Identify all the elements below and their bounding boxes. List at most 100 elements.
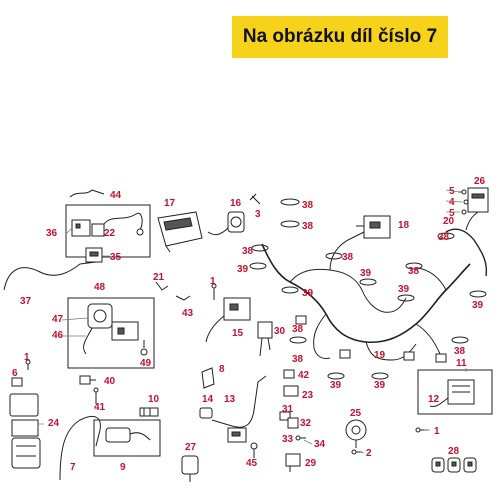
clip-39-b: [281, 286, 299, 294]
callout-10: 10: [148, 394, 160, 405]
callout-15: 15: [232, 328, 244, 339]
callout-42: 42: [298, 370, 310, 381]
callout-31: 31: [282, 404, 294, 415]
cable-37: [3, 261, 97, 291]
callout-22: 22: [104, 228, 116, 239]
screw-41: [93, 387, 99, 404]
harness-branch-f: [361, 289, 407, 313]
callout-39f: 39: [374, 380, 386, 391]
callout-24: 24: [48, 418, 60, 429]
screw-33: [295, 435, 306, 441]
screw-3: [249, 193, 261, 205]
callout-46: 46: [52, 330, 64, 341]
clip-39-a: [249, 262, 267, 270]
callout-5a: 5: [449, 186, 455, 197]
callout-38d: 38: [342, 252, 354, 263]
clip-39-d: [397, 294, 415, 302]
callout-38f: 38: [438, 232, 450, 243]
group-box-36: [65, 204, 151, 258]
callout-32: 32: [300, 418, 312, 429]
regulator-12: [429, 379, 475, 407]
callout-7: 7: [70, 462, 76, 473]
callout-5b: 5: [449, 208, 455, 219]
cdi-unit-15: [205, 297, 251, 343]
callout-47: 47: [52, 314, 64, 325]
clip-39-f: [371, 372, 389, 380]
horn-25: [345, 419, 367, 448]
harness-connectors-19: [295, 315, 447, 363]
bracket-43: [175, 295, 191, 301]
fuse-box-26: [467, 187, 489, 213]
connector-30: [257, 321, 273, 357]
switch-assembly-48: [83, 303, 139, 355]
callout-41: 41: [94, 402, 106, 413]
part-number-banner: Na obrázku díl číslo 7: [232, 16, 448, 58]
callout-16: 16: [230, 198, 242, 209]
group-box-9: [93, 419, 161, 457]
callout-26: 26: [474, 176, 486, 187]
callout-33: 33: [282, 434, 294, 445]
callout-27: 27: [185, 442, 197, 453]
cable-7: [59, 415, 101, 481]
wire-22: [103, 212, 143, 231]
clip-38-b: [280, 220, 300, 228]
callout-18: 18: [398, 220, 410, 231]
callout-9: 9: [120, 462, 126, 473]
bracket-21: [155, 281, 169, 291]
callout-21: 21: [153, 272, 165, 283]
callout-49: 49: [140, 358, 152, 369]
callout-45: 45: [246, 458, 258, 469]
callout-39d: 39: [398, 284, 410, 295]
switch-10: [139, 407, 159, 417]
relay-assembly-24: [9, 393, 41, 469]
clip-31: [279, 411, 291, 421]
callout-12: 12: [428, 394, 440, 405]
callout-39a: 39: [237, 264, 249, 275]
callout-1c: 1: [434, 426, 440, 437]
relay-18: [356, 215, 391, 239]
leader-lines: [38, 189, 467, 454]
harness-branch-c: [365, 341, 417, 361]
bracket-8: [201, 367, 215, 389]
clip-38-c: [251, 244, 269, 252]
harness-branch-d: [415, 323, 441, 355]
clip-39-e: [327, 372, 345, 380]
callout-38e: 38: [408, 266, 420, 277]
clip-38-e: [405, 262, 423, 270]
fuse-14: [199, 407, 213, 419]
callout-38b: 38: [302, 221, 314, 232]
callout-1b: 1: [210, 276, 216, 287]
callout-numbers: 1 1 1 2 3 4 5 5 6 7 8 9 10 11 12 13 14 1…: [12, 176, 486, 473]
callout-19: 19: [374, 350, 386, 361]
callout-44: 44: [110, 190, 122, 201]
harness-branch-g: [329, 231, 365, 271]
callout-17: 17: [164, 198, 176, 209]
harness-part-9: [105, 427, 151, 443]
banner-text: Na obrázku díl číslo 7: [242, 26, 438, 47]
harness-branch-a: [289, 268, 363, 291]
callout-36: 36: [46, 228, 58, 239]
connector-35: [85, 247, 110, 263]
wire-44: [69, 189, 105, 198]
callout-39e: 39: [330, 380, 342, 391]
sensor-27: [181, 455, 199, 482]
callout-37: 37: [20, 296, 32, 307]
cable-13: [211, 375, 267, 428]
callout-39b: 39: [302, 288, 314, 299]
bolt-1: [25, 359, 31, 370]
callout-38g: 38: [292, 324, 304, 335]
callout-34: 34: [314, 439, 326, 450]
callout-39g: 39: [472, 300, 484, 311]
callout-30: 30: [274, 326, 286, 337]
callout-13: 13: [224, 394, 236, 405]
ecu-module-17: [157, 211, 203, 253]
clip-39-c: [359, 278, 377, 286]
clip-38-g: [289, 336, 307, 344]
callout-23: 23: [302, 390, 314, 401]
coil-16: [207, 211, 245, 236]
callout-3: 3: [255, 209, 261, 220]
group-box-46: [67, 297, 155, 369]
bolt-1b: [211, 283, 217, 300]
harness-branch-e: [417, 267, 447, 291]
